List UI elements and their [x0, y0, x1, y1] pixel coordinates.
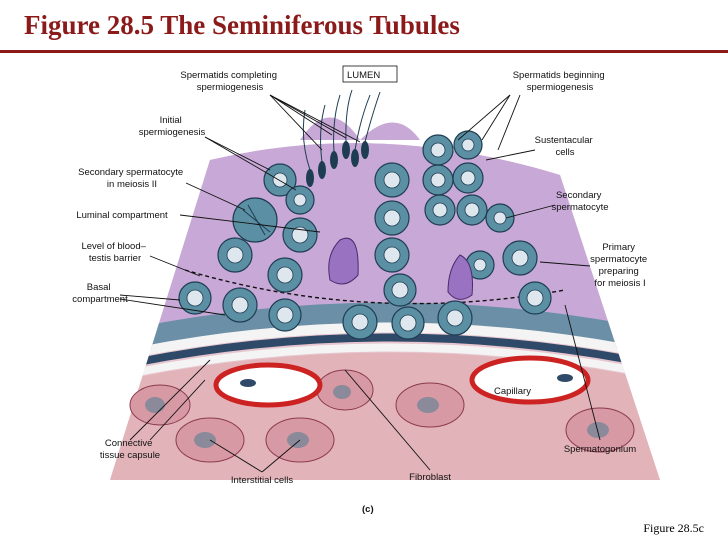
germ-cells [178, 130, 552, 340]
label-spermatogonium: Spermatogonium [564, 444, 636, 455]
label-capillary: Capillary [494, 386, 531, 397]
label-secondary-spermatocyte: Secondary spermatocyte [551, 190, 608, 213]
label-fibroblast: Fibroblast [409, 472, 451, 483]
dividing-cell [242, 204, 271, 236]
title-rule [0, 50, 728, 53]
label-secondary-spermatocyte-meiosis: Secondary spermatocyte in meiosis II [78, 167, 186, 190]
label-spermatids-beginning: Spermatids beginning spermiogenesis [513, 70, 608, 93]
spermatid-tails [302, 89, 381, 171]
label-initial-spermiogenesis: Initial spermiogenesis [139, 115, 206, 138]
label-basal-compartment: Basal compartment [72, 282, 128, 305]
label-connective-capsule: Connective tissue capsule [100, 438, 160, 461]
panel-letter: (c) [362, 504, 374, 515]
label-spermatids-completing: Spermatids completing spermiogenesis [180, 70, 279, 93]
spermatids [306, 141, 369, 187]
lumen-label-box [342, 65, 398, 83]
label-primary-spermatocyte: Primary spermatocyte preparing for meios… [590, 242, 650, 289]
germ-cell-nuclei [186, 138, 544, 332]
slide-title: Figure 28.5 The Seminiferous Tubules [24, 10, 460, 40]
label-interstitial-cells: Interstitial cells [231, 475, 294, 486]
capillaries [213, 355, 591, 408]
lumen-projection [300, 117, 420, 140]
figure-caption: Figure 28.5c [643, 521, 704, 535]
sustentacular-nuclei [328, 237, 473, 300]
label-level-barrier: Level of blood– testis barrier [81, 241, 148, 264]
leader-lines [119, 94, 601, 473]
label-sustentacular-cells: Sustentacular cells [535, 135, 596, 158]
label-luminal-compartment: Luminal compartment [76, 210, 168, 221]
label-lumen: LUMEN [347, 70, 380, 81]
blood-testis-barrier-line [184, 269, 566, 305]
